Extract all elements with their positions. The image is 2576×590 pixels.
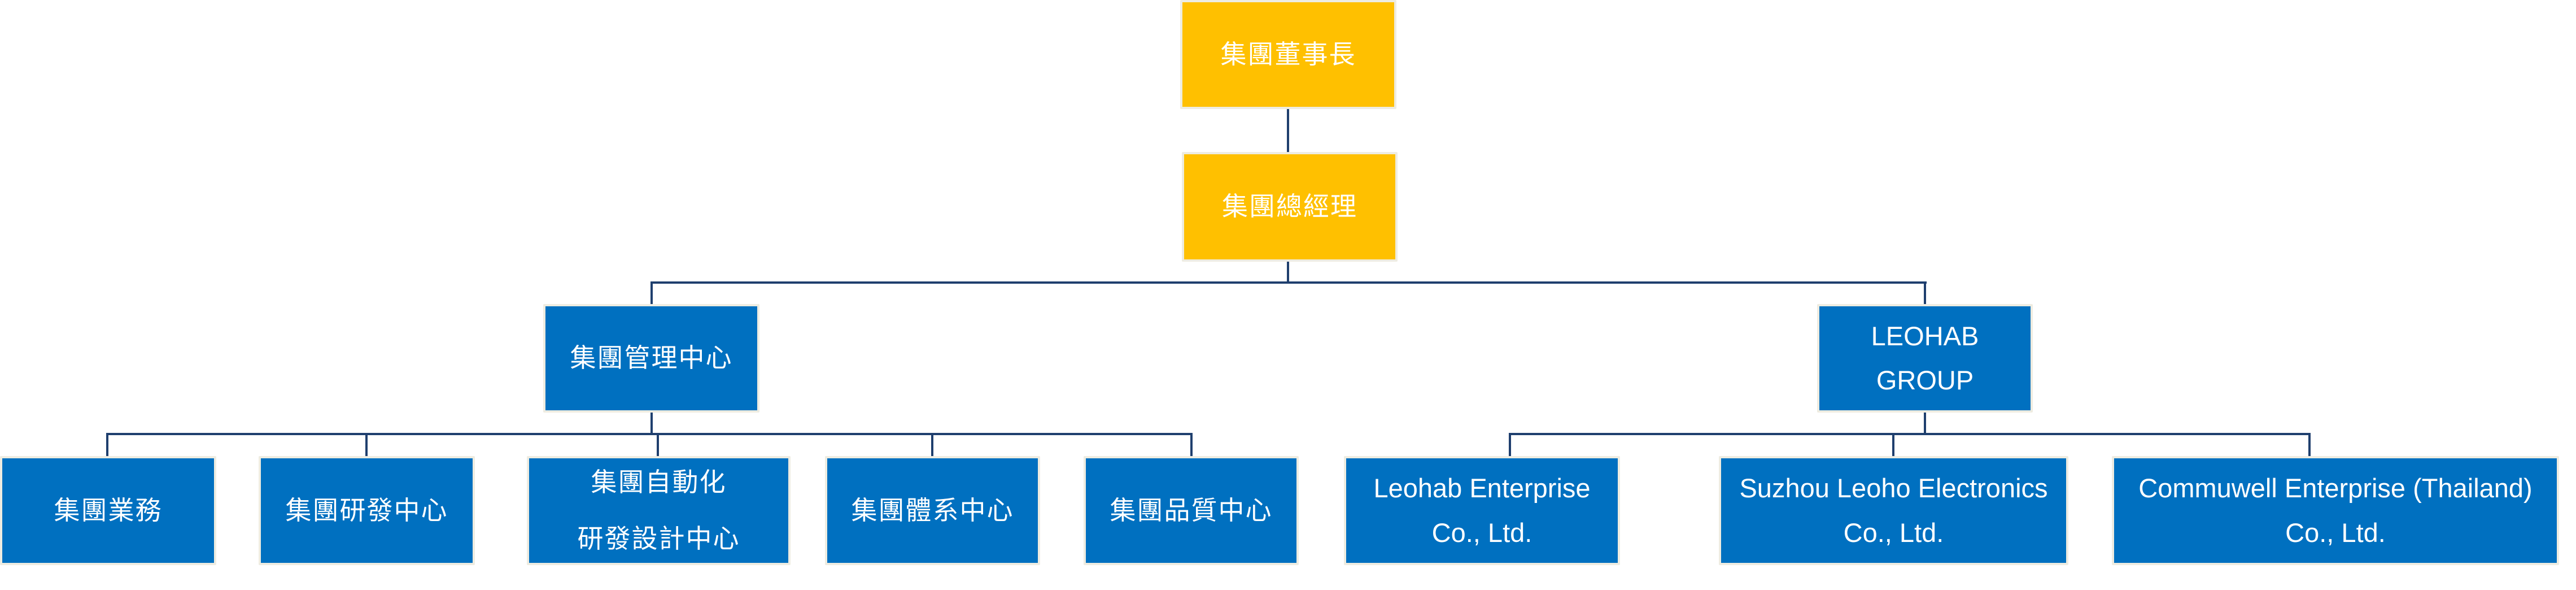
node-label: 集團研發中心 <box>285 494 448 526</box>
connector-to-rnd <box>365 433 368 456</box>
node-management-center: 集團管理中心 <box>543 304 759 413</box>
connector-level2-bus <box>650 281 1927 284</box>
connector-chairman-gm <box>1287 109 1289 152</box>
node-label-line2: GROUP <box>1876 365 1974 395</box>
node-label-line1: Leohab Enterprise <box>1373 473 1591 504</box>
connector-to-leohab-group <box>1924 281 1926 304</box>
connector-to-management-center <box>650 281 653 304</box>
node-label: 集團董事長 <box>1220 38 1356 70</box>
connector-to-automation <box>657 433 659 456</box>
node-label-line2: Co., Ltd. <box>1431 517 1532 548</box>
connector-to-system <box>931 433 933 456</box>
connector-to-leohab-enterprise <box>1509 433 1511 456</box>
node-group-sales: 集團業務 <box>0 456 216 565</box>
connector-management-bus <box>106 433 1193 435</box>
node-leohab-enterprise: Leohab Enterprise Co., Ltd. <box>1344 456 1620 565</box>
connector-to-quality <box>1190 433 1193 456</box>
node-commuwell-enterprise-thailand: Commuwell Enterprise (Thailand) Co., Ltd… <box>2112 456 2559 565</box>
node-label-line2: Co., Ltd. <box>2285 517 2386 548</box>
node-label-line1: Commuwell Enterprise (Thailand) <box>2138 473 2533 504</box>
node-leohab-group: LEOHAB GROUP <box>1817 304 2033 413</box>
connector-leohab-bus <box>1509 433 2311 435</box>
node-label-line1: Suzhou Leoho Electronics <box>1739 473 2048 504</box>
node-label: 集團體系中心 <box>851 494 1014 526</box>
connector-to-suzhou <box>1892 433 1894 456</box>
node-label: 集團管理中心 <box>570 342 733 374</box>
node-suzhou-leoho-electronics: Suzhou Leoho Electronics Co., Ltd. <box>1719 456 2068 565</box>
node-group-automation-rnd-design-center: 集團自動化 研發設計中心 <box>527 456 791 565</box>
connector-management-down <box>650 413 653 435</box>
node-general-manager: 集團總經理 <box>1182 152 1398 262</box>
node-group-system-center: 集團體系中心 <box>825 456 1040 565</box>
node-label: 集團總經理 <box>1222 191 1357 222</box>
node-group-quality-center: 集團品質中心 <box>1084 456 1299 565</box>
node-group-rnd-center: 集團研發中心 <box>259 456 475 565</box>
node-label: 集團業務 <box>54 494 163 526</box>
node-label-line2: Co., Ltd. <box>1843 517 1944 548</box>
connector-leohab-down <box>1924 413 1926 435</box>
connector-to-sales <box>106 433 108 456</box>
node-label-line2: 研發設計中心 <box>577 523 740 554</box>
node-label: 集團品質中心 <box>1110 494 1273 526</box>
node-label-line1: LEOHAB <box>1871 320 1979 351</box>
node-label-line1: 集團自動化 <box>591 467 727 498</box>
connector-to-commuwell <box>2308 433 2311 456</box>
connector-gm-branch <box>1287 262 1289 284</box>
node-chairman: 集團董事長 <box>1180 0 1396 109</box>
